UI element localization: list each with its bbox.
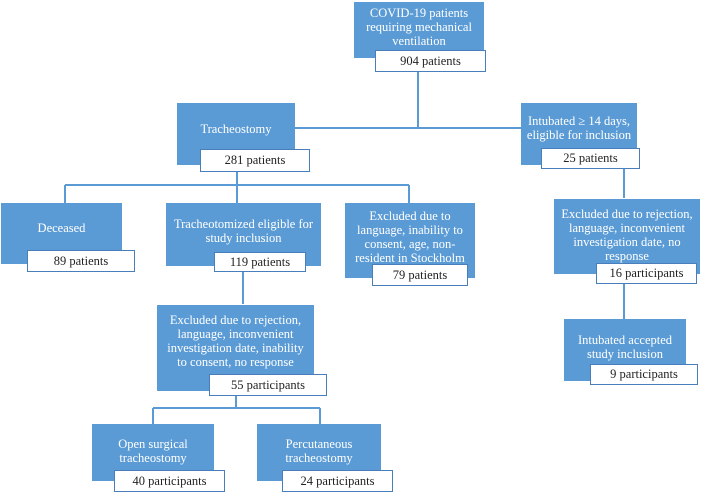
count-deceased: 89 patients xyxy=(27,250,135,272)
node-title: Excluded due to rejection, language, inc… xyxy=(561,207,693,263)
node-title: Percutaneous tracheostomy xyxy=(285,437,353,465)
node-title: Tracheostomy xyxy=(200,122,272,136)
count-excluded-tracheotomized: 55 participants xyxy=(209,374,327,396)
node-title: Deceased xyxy=(37,221,86,235)
node-title: Excluded due to rejection, language, inc… xyxy=(167,313,304,369)
node-title: Intubated ≥ 14 days, eligible for inclus… xyxy=(526,114,632,142)
count-intubated-accepted: 9 participants xyxy=(590,364,698,385)
count-covid-ventilation: 904 patients xyxy=(375,50,486,72)
node-title: Open surgical tracheostomy xyxy=(118,437,188,465)
node-title: Tracheotomized eligible for study inclus… xyxy=(173,217,314,245)
node-title: COVID-19 patients requiring mechanical v… xyxy=(366,6,472,48)
node-title: Excluded due to language, inability to c… xyxy=(355,209,465,265)
count-excluded-intubated: 16 participants xyxy=(596,263,697,284)
count-intubated-14-days: 25 patients xyxy=(541,148,640,169)
count-tracheostomy: 281 patients xyxy=(200,149,310,172)
node-excluded-intubated: Excluded due to rejection, language, inc… xyxy=(554,199,700,274)
node-covid-ventilation: COVID-19 patients requiring mechanical v… xyxy=(354,2,484,58)
count-excluded-language-consent: 79 patients xyxy=(372,264,468,286)
count-open-surgical: 40 participants xyxy=(114,470,225,492)
count-percutaneous: 24 participants xyxy=(282,470,393,492)
count-tracheotomized-eligible: 119 patients xyxy=(214,252,306,272)
node-title: Intubated accepted study inclusion xyxy=(577,333,673,361)
